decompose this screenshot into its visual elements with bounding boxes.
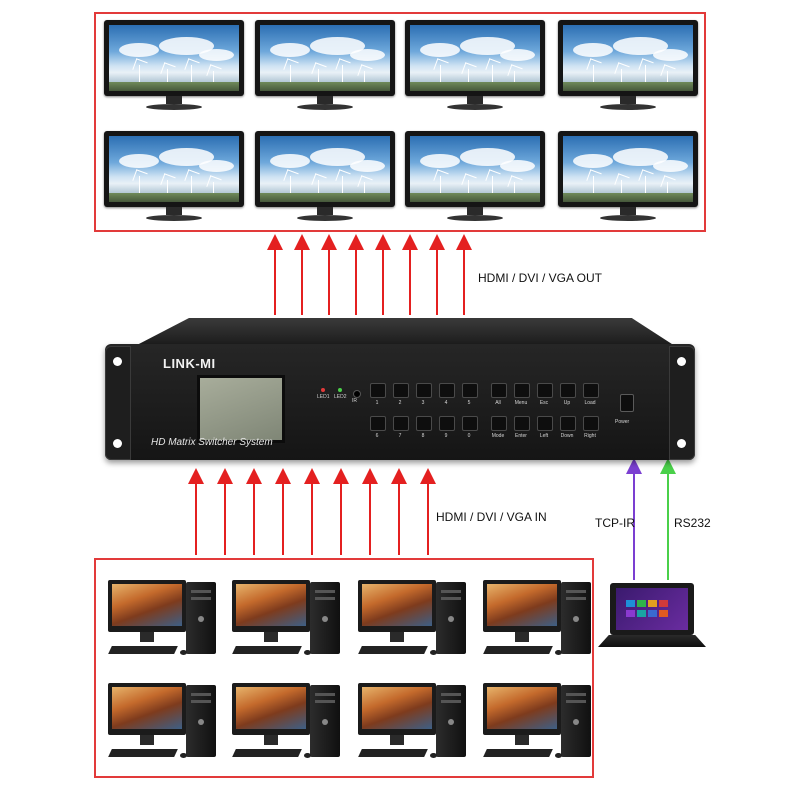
desktop-pc-icon [483,683,608,768]
desktop-pc-icon [108,580,233,665]
function-key-mode[interactable] [491,416,507,431]
function-key-all[interactable] [491,383,507,398]
brand-logo: LINK-MI [163,356,216,371]
flat-screen-monitor-icon [558,20,698,112]
flat-screen-monitor-icon [558,131,698,223]
function-key-load[interactable] [583,383,599,398]
number-key-label: 3 [421,400,425,406]
flat-screen-monitor-icon [405,131,545,223]
matrix-switcher-device: LINK-MI HD Matrix Switcher System LED1 L… [105,318,695,463]
number-key-label: 0 [467,433,471,439]
led2-label: LED2 [334,394,347,400]
number-key-label: 9 [444,433,448,439]
function-key-label: Load [584,400,596,406]
ir-receiver-icon [353,390,361,398]
device-top-face [135,318,675,346]
desktop-pc-icon [232,580,357,665]
output-displays-group [94,12,706,232]
function-key-label: Enter [515,433,527,439]
flat-screen-monitor-icon [104,131,244,223]
number-key-8[interactable] [416,416,432,431]
led1-indicator: LED1 [317,388,330,400]
number-key-3[interactable] [416,383,432,398]
desktop-pc-icon [358,580,483,665]
flat-screen-monitor-icon [104,20,244,112]
ir-label: IR [352,398,357,404]
rs232-label: RS232 [674,516,711,530]
function-key-label: Mode [491,433,505,439]
rack-ear-left [105,346,131,460]
number-key-5[interactable] [462,383,478,398]
flat-screen-monitor-icon [405,20,545,112]
function-key-left[interactable] [537,416,553,431]
number-key-1[interactable] [370,383,386,398]
function-key-down[interactable] [560,416,576,431]
desktop-pc-icon [358,683,483,768]
number-key-label: 6 [375,433,379,439]
number-key-7[interactable] [393,416,409,431]
function-key-label: Up [563,400,571,406]
lcd-display [197,375,285,443]
function-key-label: Down [560,433,574,439]
output-signal-label: HDMI / DVI / VGA OUT [478,271,603,285]
function-key-label: Esc [539,400,549,406]
desktop-pc-icon [232,683,357,768]
number-key-9[interactable] [439,416,455,431]
function-key-esc[interactable] [537,383,553,398]
number-key-2[interactable] [393,383,409,398]
number-key-4[interactable] [439,383,455,398]
power-label: Power [615,419,630,425]
function-key-menu[interactable] [514,383,530,398]
input-sources-group [94,558,594,778]
rack-ear-right [669,346,695,460]
flat-screen-monitor-icon [255,131,395,223]
function-key-label: Left [539,433,549,439]
number-key-label: 2 [398,400,402,406]
function-key-label: Right [584,433,596,439]
number-key-label: 4 [444,400,448,406]
desktop-pc-icon [483,580,608,665]
number-key-label: 1 [375,400,379,406]
number-key-label: 8 [421,433,425,439]
function-key-label: All [495,400,501,406]
function-key-label: Menu [514,400,528,406]
led2-indicator: LED2 [334,388,347,400]
number-key-label: 7 [398,433,402,439]
number-key-0[interactable] [462,416,478,431]
function-key-enter[interactable] [514,416,530,431]
tcp-ir-label: TCP-IR [595,516,635,530]
function-key-right[interactable] [583,416,599,431]
input-signal-label: HDMI / DVI / VGA IN [436,510,547,524]
power-button[interactable] [620,394,634,412]
laptop-icon [598,583,708,653]
flat-screen-monitor-icon [255,20,395,112]
desktop-pc-icon [108,683,233,768]
number-key-label: 5 [467,400,471,406]
function-key-up[interactable] [560,383,576,398]
system-name: HD Matrix Switcher System [151,437,273,448]
led1-label: LED1 [317,394,330,400]
number-key-6[interactable] [370,416,386,431]
